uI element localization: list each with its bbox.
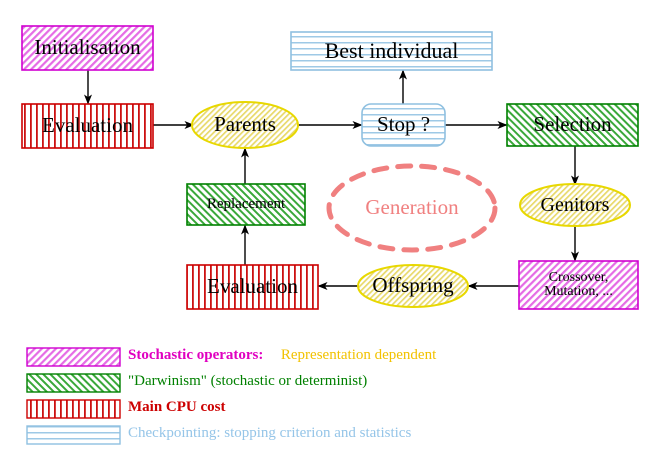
legend-label-checkpointing: Checkpointing: stopping criterion and st… — [128, 425, 412, 441]
legend-swatch-green-diagonal — [26, 373, 121, 393]
legend-label-darwinism: "Darwinism" (stochastic or determinist) — [128, 373, 368, 389]
node-crossover-mutation — [518, 260, 639, 310]
legend-label-main-cpu-cost: Main CPU cost — [128, 399, 226, 415]
legend-swatch-magenta-diagonal — [26, 347, 121, 367]
node-best-individual — [290, 31, 493, 71]
node-generation — [326, 163, 498, 253]
node-genitors — [519, 183, 631, 227]
node-parents — [191, 101, 299, 149]
node-evaluation-bottom — [186, 264, 319, 310]
node-stop — [361, 103, 446, 147]
legend-text-extra-0: Representation dependent — [280, 347, 437, 363]
node-offspring — [357, 264, 469, 308]
legend-swatch-blue-horizontal — [26, 425, 121, 445]
node-evaluation-top — [21, 103, 154, 149]
legend-text-main-0: Stochastic operators: — [128, 347, 264, 363]
node-initialisation — [21, 25, 154, 71]
edge-group — [84, 69, 579, 290]
legend-swatch-red-vertical — [26, 399, 121, 419]
node-replacement — [186, 183, 306, 226]
node-selection — [506, 103, 639, 147]
legend-label-stochastic-operators: Stochastic operators: Representation dep… — [128, 347, 436, 364]
